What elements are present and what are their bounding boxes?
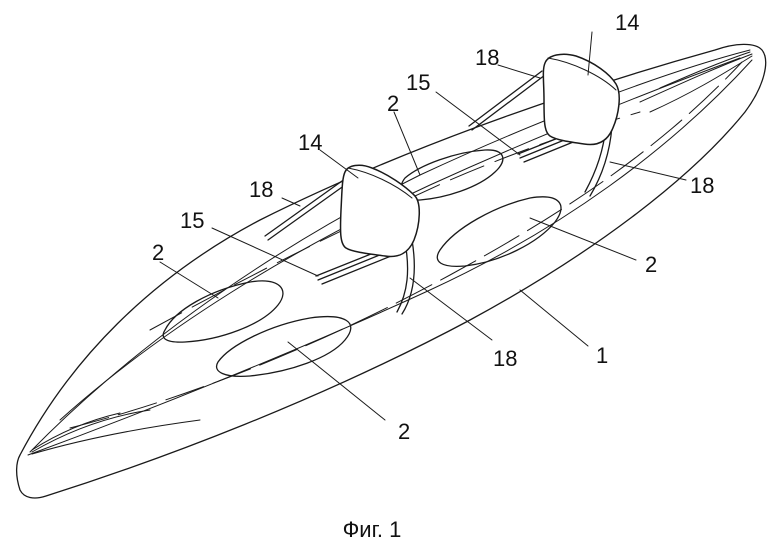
seat-front — [265, 165, 419, 314]
label-hatch-right: 2 — [645, 252, 657, 277]
label-strap-rear-left: 18 — [475, 45, 499, 70]
strap-rear-left — [472, 75, 545, 130]
label-rail-rear: 15 — [406, 70, 430, 95]
hatch-right — [437, 197, 561, 267]
label-strap-rear-right: 18 — [690, 173, 714, 198]
label-hatch-left: 2 — [152, 240, 164, 265]
label-hatch-upper: 2 — [387, 91, 399, 116]
label-strap-front-right: 18 — [493, 346, 517, 371]
label-hull: 1 — [596, 343, 608, 368]
label-rail-front: 15 — [180, 208, 204, 233]
label-seat-front: 14 — [298, 130, 322, 155]
hatch-left — [163, 281, 283, 342]
label-hatch-bottom: 2 — [398, 419, 410, 444]
label-seat-rear: 14 — [615, 10, 639, 35]
figure-caption: Фиг. 1 — [343, 517, 402, 542]
hatch-bottom — [217, 317, 351, 377]
label-strap-front-left: 18 — [249, 177, 273, 202]
